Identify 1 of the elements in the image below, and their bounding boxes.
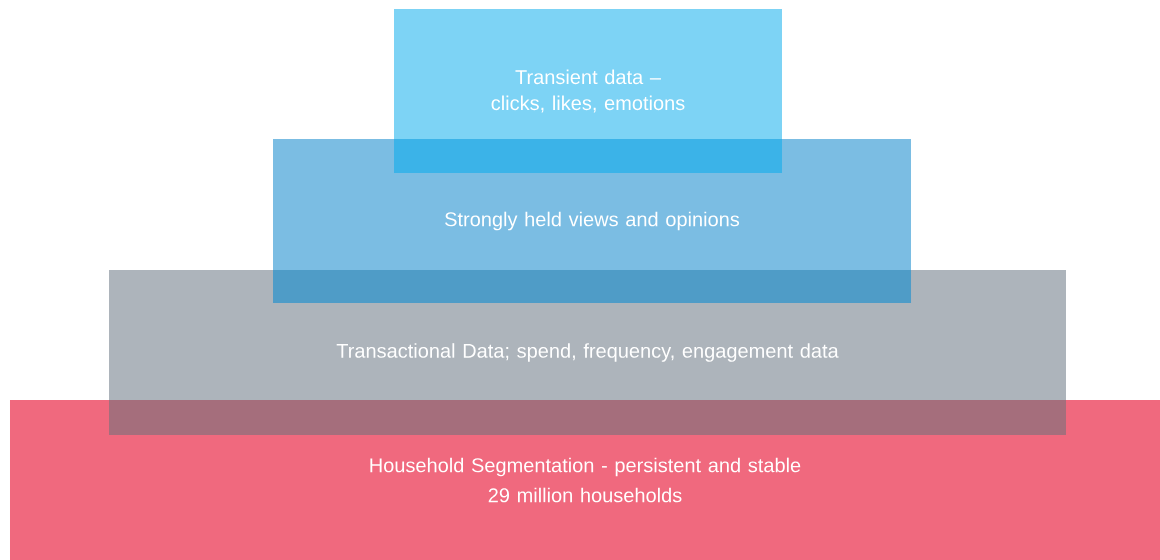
layer-box: Household Segmentation - persistent and stable 29 million households bbox=[10, 400, 1160, 560]
